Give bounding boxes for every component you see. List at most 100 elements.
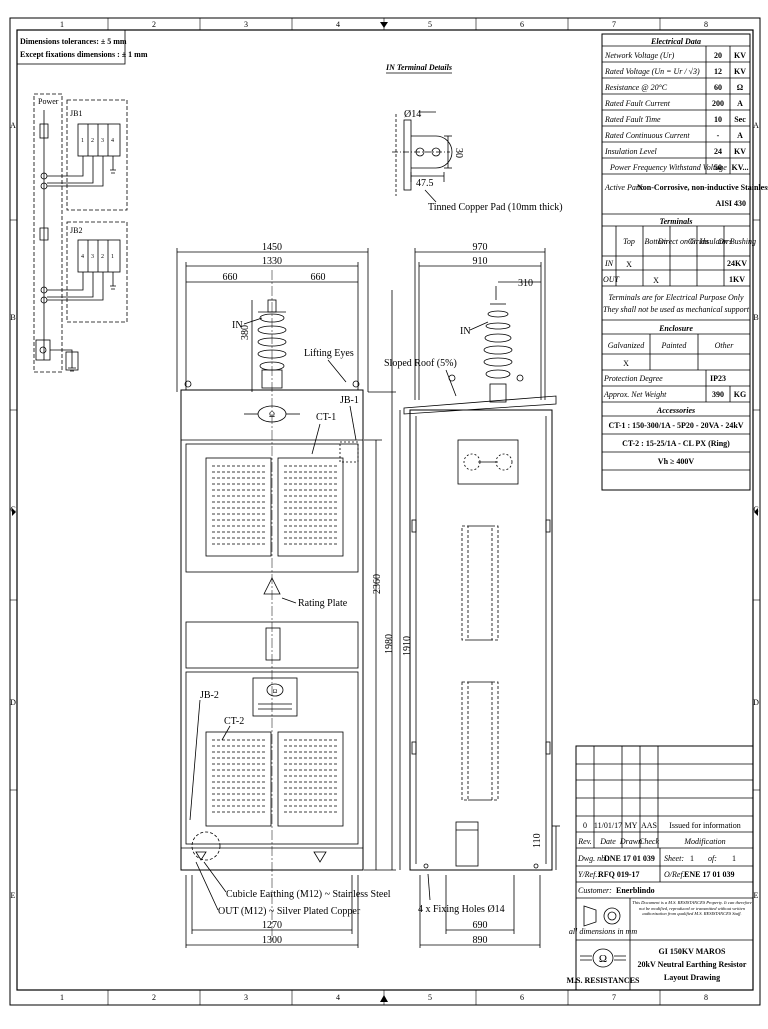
rating-omega-glyph: Ω <box>273 689 278 695</box>
elec-row-8-value: 50 <box>714 163 722 172</box>
terminals-in-x: X <box>626 260 632 269</box>
terminals-note-1: Terminals are for Electrical Purpose Onl… <box>608 293 744 302</box>
jb1-term-4: 4 <box>111 138 114 144</box>
dim-660-right: 660 <box>311 272 326 283</box>
jb1-term-2: 2 <box>91 138 94 144</box>
col-label-6: 6 <box>520 20 524 29</box>
jb2-term-2: 2 <box>101 254 104 260</box>
dim-1450: 1450 <box>262 242 282 253</box>
fixing-holes-label: 4 x Fixing Holes Ø14 <box>418 904 505 915</box>
modification-header: Modification <box>683 837 725 846</box>
project-title-line-2: 20kV Neutral Earthing Resistor <box>638 960 747 969</box>
project-title-line-1: GI 150KV MAROS <box>659 947 727 956</box>
date-header: Date <box>599 837 616 846</box>
yref-label: Y/Ref.: <box>578 870 600 879</box>
col-label-6-bottom: 6 <box>520 993 524 1002</box>
sloped-roof-label: Sloped Roof (5%) <box>384 358 457 369</box>
rating-plate-label: Rating Plate <box>298 598 348 609</box>
dim-d14: Ø14 <box>404 109 421 120</box>
terminals-out-x: X <box>653 276 659 285</box>
frame-labels: 1 2 3 4 5 6 7 8 1 2 3 4 5 6 7 8 A B C D … <box>10 20 759 1002</box>
weight-value: 390 <box>712 390 724 399</box>
terminals-header-grids: Direct on Grids <box>657 237 708 246</box>
confidentiality-note: This Document is a M.S. RESISTANCES Prop… <box>632 900 752 917</box>
accessory-ct1: CT-1 : 150-300/1A - 5P20 - 20VA - 24kV <box>608 421 743 430</box>
col-label-7: 7 <box>612 20 616 29</box>
elec-row-3-value: 60 <box>714 83 722 92</box>
terminals-header-bottom: Bottom <box>644 237 667 246</box>
active-part-label: Active Part: <box>604 183 644 192</box>
protection-value: IP23 <box>710 374 726 383</box>
jb1-callout: JB-1 <box>340 395 359 406</box>
dwg-value: DNE 17 01 039 <box>604 854 655 863</box>
elec-row-4-unit: A <box>737 99 743 108</box>
oref-label: O/Ref.: <box>664 870 688 879</box>
rev-modification: Issued for information <box>669 821 741 830</box>
terminals-header-bushing: On Bushing <box>718 237 756 246</box>
elec-row-8-unit: KV... <box>732 163 749 172</box>
rev-date: 11/01/17 <box>594 821 622 830</box>
in-label-side: IN <box>460 326 471 337</box>
customer-value: Enerblindo <box>616 886 655 895</box>
protection-label: Protection Degree <box>603 374 663 383</box>
terminals-header-insulators: On Insulators <box>688 237 732 246</box>
title-block: 0 11/01/17 MY AAS Issued for information… <box>567 745 754 991</box>
col-label-1: 1 <box>60 20 64 29</box>
resistor-grid-lower <box>461 681 499 801</box>
enclosure-other: Other <box>715 341 735 350</box>
rev-check: AAS <box>641 821 657 830</box>
wiring-diagram: Power JB1 JB2 1 2 3 4 4 3 2 1 <box>33 93 128 373</box>
col-label-5: 5 <box>428 20 432 29</box>
terminals-in-label: IN <box>604 259 614 268</box>
elec-row-7-label: Insulation Level <box>604 147 658 156</box>
drawn-header: Drawn <box>619 837 642 846</box>
front-view: 1450 1330 660 660 IN 380 Lifting Eyes <box>176 242 396 948</box>
cubicle-earthing-label: Cubicle Earthing (M12) ~ Stainless Steel <box>226 889 391 900</box>
elec-row-1-value: 20 <box>714 51 722 60</box>
project-title-line-3: Layout Drawing <box>664 973 720 982</box>
elec-row-7-value: 24 <box>714 147 722 156</box>
company-logo: Ω <box>580 948 626 968</box>
weight-label: Approx. Net Weight <box>603 390 667 399</box>
in-terminal-title: IN Terminal Details <box>385 63 452 72</box>
enclosure-title: Enclosure <box>658 324 693 333</box>
row-label-a-right: A <box>753 121 759 130</box>
terminals-note-2: They shall not be used as mechanical sup… <box>603 305 750 314</box>
elec-row-5-label: Rated Fault Time <box>604 115 661 124</box>
row-label-e-right: E <box>754 891 759 900</box>
jb2-callout: JB-2 <box>200 690 219 701</box>
tolerance-notes: Dimensions tolerances: ± 5 mm Except fix… <box>16 29 148 65</box>
col-label-3-bottom: 3 <box>244 993 248 1002</box>
dim-110: 110 <box>532 833 543 848</box>
dim-1300: 1300 <box>262 935 282 946</box>
jb1-term-1: 1 <box>81 138 84 144</box>
enclosure-painted: Painted <box>661 341 688 350</box>
warning-icon <box>263 577 281 595</box>
company-name: M.S. RESISTANCES <box>567 976 641 985</box>
terminals-out-label: OUT <box>603 275 620 284</box>
dim-1910: 1910 <box>402 636 413 656</box>
terminals-out-value: 1KV <box>729 275 745 284</box>
omega-glyph: Ω <box>269 410 275 419</box>
all-dims-note: all dimensions in mm <box>569 927 637 936</box>
jb1-label: JB1 <box>70 109 82 118</box>
yref-value: RFQ 019-17 <box>598 870 640 879</box>
row-label-c: C <box>10 505 15 514</box>
jb2-term-1: 1 <box>111 254 114 260</box>
front-insulator <box>257 299 287 389</box>
dim-1270: 1270 <box>262 920 282 931</box>
resistor-grid-upper <box>461 525 499 641</box>
jb2-term-4: 4 <box>81 254 84 260</box>
row-label-a: A <box>10 121 16 130</box>
dim-1330: 1330 <box>262 256 282 267</box>
elec-row-3-unit: Ω <box>737 83 744 92</box>
electrical-title: Electrical Data <box>650 37 701 46</box>
col-label-3: 3 <box>244 20 248 29</box>
accessory-ct2: CT-2 : 15-25/1A - CL PX (Ring) <box>622 439 730 448</box>
oref-value: ENE 17 01 039 <box>684 870 734 879</box>
of-label: of: <box>708 854 717 863</box>
jb1-term-3: 3 <box>101 138 104 144</box>
dim-2360: 2360 <box>372 574 383 594</box>
enclosure-galvanized: Galvanized <box>608 341 645 350</box>
